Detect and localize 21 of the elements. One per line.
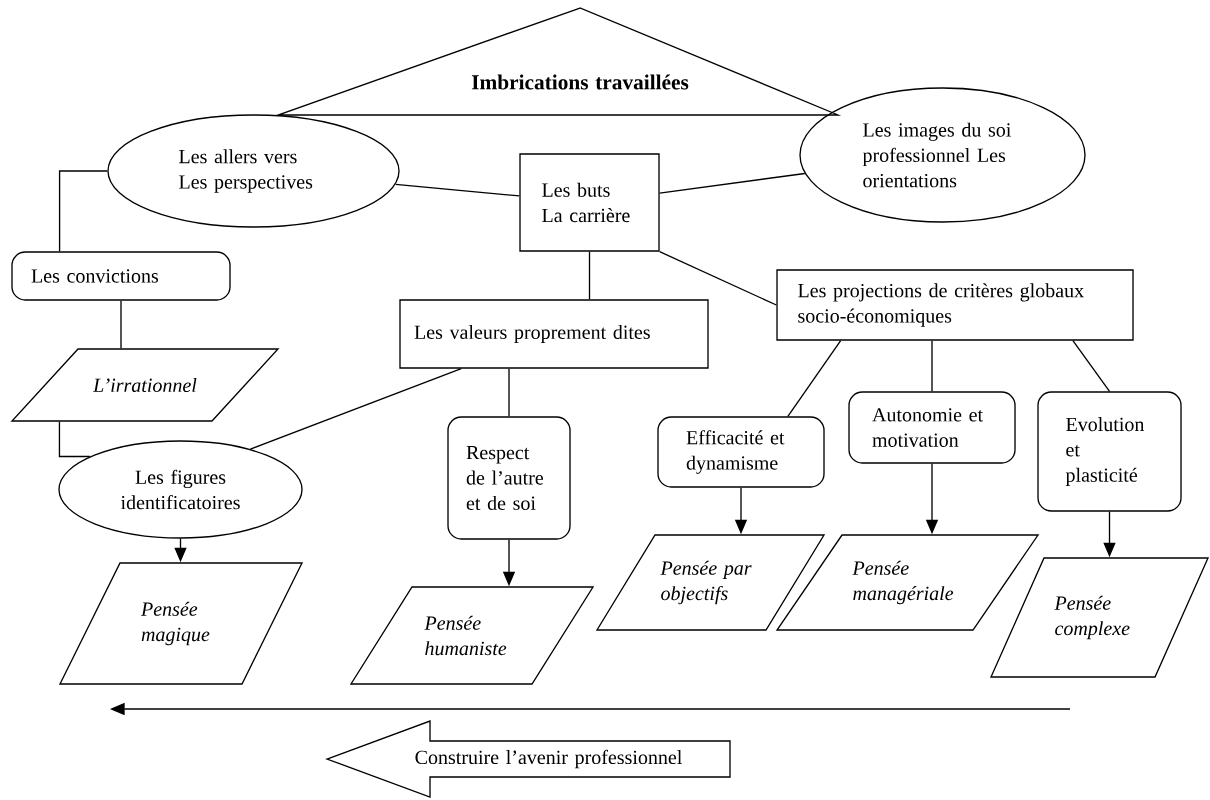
concept-box: Les projections de critères globaux socio-économiques xyxy=(776,269,1134,341)
connector xyxy=(120,300,122,349)
rounded-box: Autonomie et motivation xyxy=(848,391,1016,464)
connector xyxy=(931,340,933,392)
connector xyxy=(508,368,510,417)
rounded-box: Les convictions xyxy=(11,251,231,301)
rounded-box: Efficacité et dynamisme xyxy=(657,416,825,488)
connector xyxy=(1072,340,1111,392)
connector xyxy=(659,251,777,306)
concept-box: Les buts La carrière xyxy=(519,153,660,252)
connector xyxy=(58,421,91,458)
rounded-box: Respect de l’autre et de soi xyxy=(447,416,571,540)
parallelogram: Pensée complexe xyxy=(990,557,1210,678)
connector xyxy=(787,340,842,417)
connector xyxy=(249,368,462,450)
connector xyxy=(659,172,806,194)
connector xyxy=(58,170,108,252)
connector xyxy=(588,251,591,300)
connector xyxy=(394,183,520,197)
rounded-box: Evolution et plasticité xyxy=(1037,391,1182,512)
concept-box: Les valeurs proprement dites xyxy=(399,299,709,369)
